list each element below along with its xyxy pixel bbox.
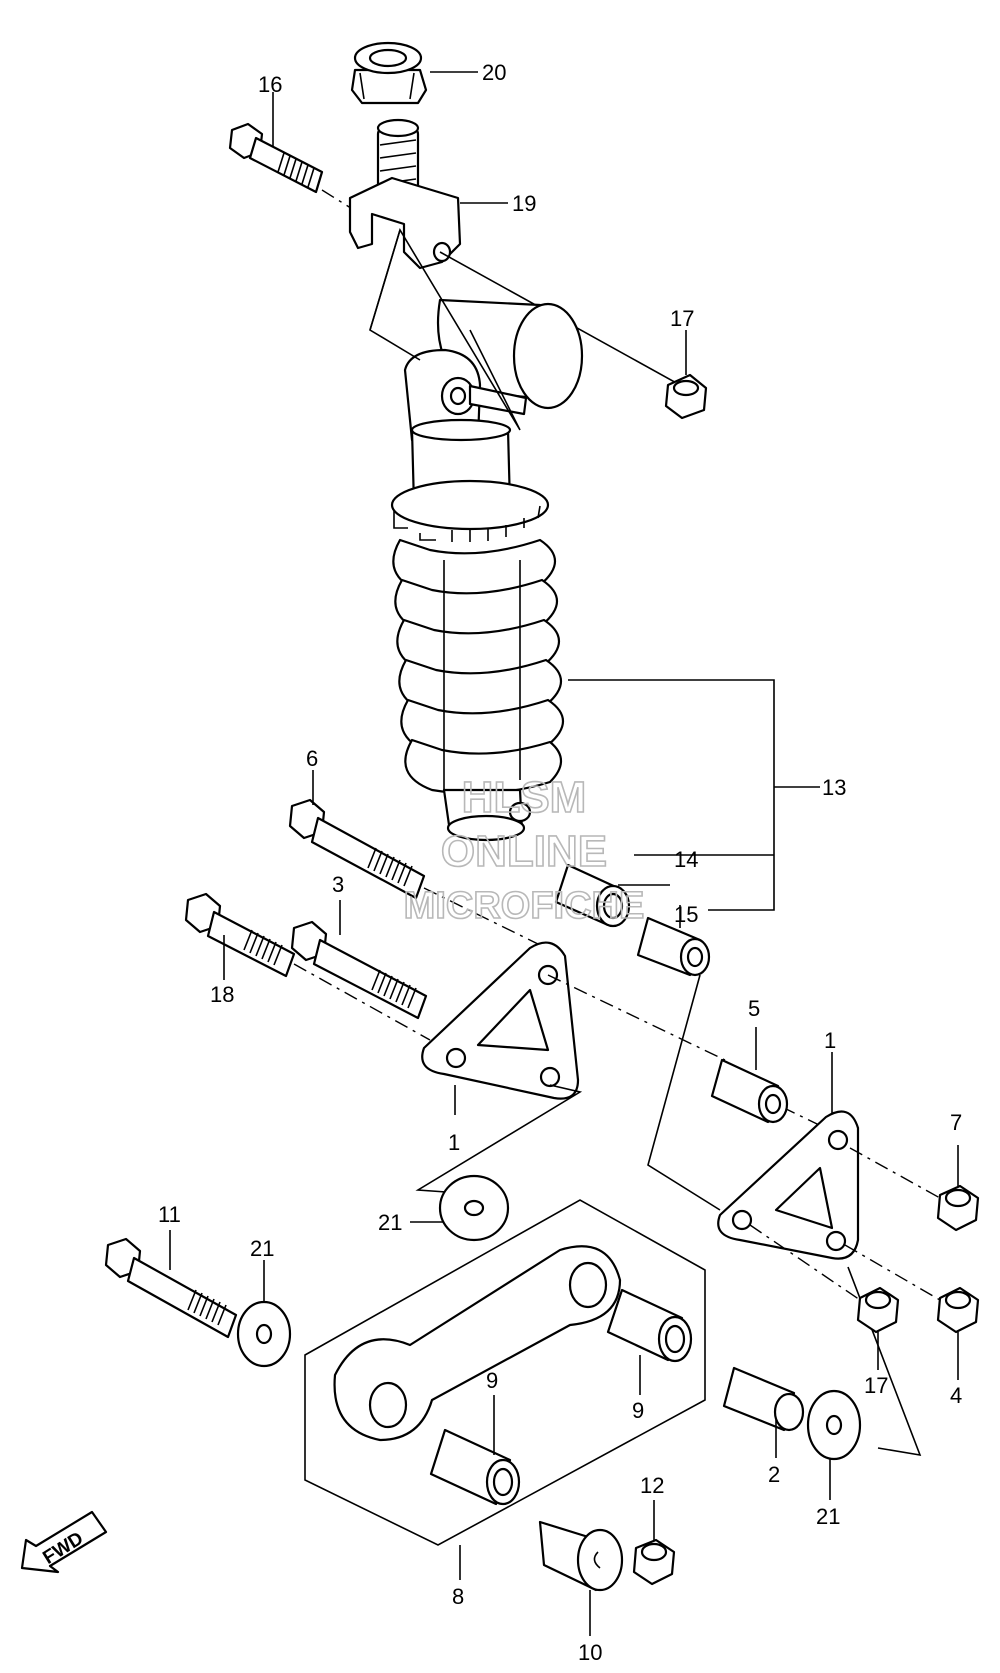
part-3-bolt <box>290 920 428 1020</box>
watermark-line-3: MICROFICHE <box>404 885 645 927</box>
callout-1-left: 1 <box>448 1130 460 1155</box>
callout-14: 14 <box>674 847 698 872</box>
part-17-nut-top <box>664 373 708 420</box>
part-6-bolt <box>288 798 426 900</box>
part-7-nut <box>936 1184 980 1232</box>
part-14-bushing <box>554 863 631 928</box>
callout-9-lower: 9 <box>486 1368 498 1393</box>
part-1-plate-left <box>421 941 580 1100</box>
callout-2: 2 <box>768 1462 780 1487</box>
part-11-bolt <box>104 1237 238 1339</box>
part-12-nut <box>632 1538 676 1586</box>
callout-15: 15 <box>674 902 698 927</box>
fwd-arrow-icon: FWD <box>20 1510 108 1574</box>
callout-17-top: 17 <box>670 306 694 331</box>
part-4-nut <box>936 1286 980 1334</box>
callout-4: 4 <box>950 1383 962 1408</box>
part-10-sleeve <box>538 1520 624 1592</box>
part-20-cap-nut <box>350 41 428 105</box>
callout-11: 11 <box>158 1202 181 1227</box>
callout-7: 7 <box>950 1110 962 1135</box>
callout-13: 13 <box>822 775 846 800</box>
callout-5: 5 <box>748 996 760 1021</box>
callout-9-upper: 9 <box>632 1398 644 1423</box>
part-9-bearing-lower <box>429 1428 521 1506</box>
part-15-collar <box>636 916 711 977</box>
part-13-shock-absorber <box>390 298 584 842</box>
callout-1-right: 1 <box>824 1028 836 1053</box>
watermark-line-1: HLSM <box>462 773 587 822</box>
callout-8: 8 <box>452 1584 464 1609</box>
watermark-line-2: ONLINE <box>441 827 607 876</box>
part-21-washer-center <box>438 1174 510 1242</box>
callout-16: 16 <box>258 72 282 97</box>
callout-18: 18 <box>210 982 234 1007</box>
callout-19: 19 <box>512 191 536 216</box>
callout-3: 3 <box>332 872 344 897</box>
part-2-collar <box>722 1366 805 1432</box>
callout-21-center: 21 <box>378 1210 402 1235</box>
part-8-connecting-rod <box>333 1245 622 1442</box>
part-21-washer-left <box>236 1300 292 1368</box>
part-19-clevis <box>348 118 462 270</box>
callout-6: 6 <box>306 746 318 771</box>
part-17-nut-bottom <box>856 1286 900 1334</box>
callout-20: 20 <box>482 60 506 85</box>
part-9-bearing-upper <box>606 1288 693 1363</box>
callout-21-right: 21 <box>816 1504 840 1529</box>
callout-21-left: 21 <box>250 1236 274 1261</box>
part-21-washer-right <box>806 1389 862 1461</box>
part-16-bolt <box>228 122 324 194</box>
callout-17-bottom: 17 <box>864 1373 888 1398</box>
part-18-bolt <box>184 892 296 978</box>
callout-12: 12 <box>640 1473 664 1498</box>
watermark: HLSM ONLINE MICROFICHE <box>403 772 645 928</box>
part-1-plate-right <box>717 1110 860 1260</box>
part-5-collar <box>710 1058 789 1124</box>
callout-10: 10 <box>578 1640 602 1665</box>
